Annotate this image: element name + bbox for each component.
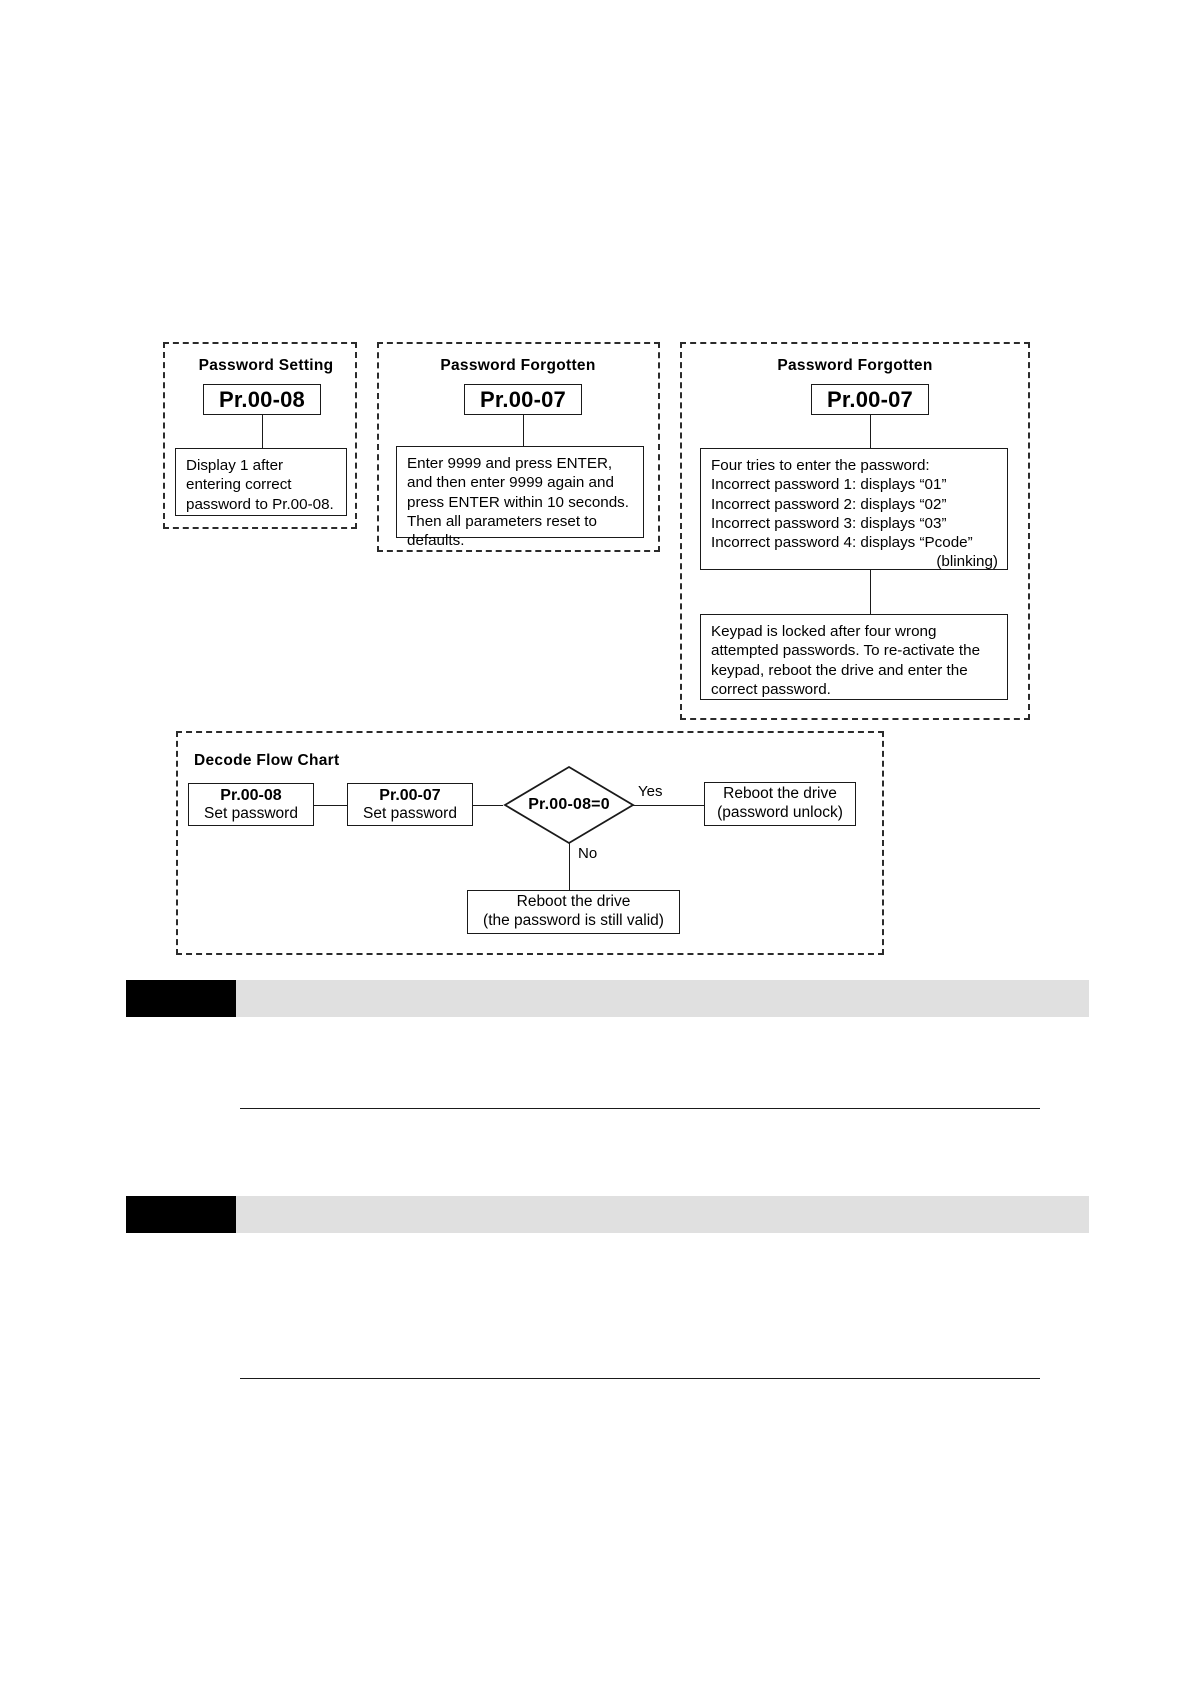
param-box-pr-00-08-setting: Pr.00-08 (203, 384, 321, 415)
edge-label-yes: Yes (638, 783, 663, 800)
section-bar-1-strip (236, 980, 1089, 1017)
yes-node-line-1: Reboot the drive (723, 785, 837, 803)
tries-line-1: Four tries to enter the password: (711, 457, 930, 474)
panel-password-forgotten-tries-title: Password Forgotten (777, 357, 933, 374)
connector-node2-to-decision (473, 805, 503, 806)
horizontal-rule-2 (240, 1378, 1040, 1379)
section-bar-1 (126, 980, 1089, 1017)
tries-line-4: Incorrect password 3: displays “03” (711, 514, 947, 532)
section-bar-2 (126, 1196, 1089, 1233)
panel-password-setting (163, 342, 357, 529)
panel-password-forgotten-reset-title: Password Forgotten (440, 357, 596, 374)
textbox-password-setting-body: Display 1 after entering correct passwor… (175, 448, 347, 516)
tries-line-3: Incorrect password 2: displays “02” (711, 495, 947, 513)
flow-node-2-param: Pr.00-07 (379, 786, 441, 804)
flow-node-2-text: Set password (363, 804, 457, 822)
connector-setting-param-to-body (262, 415, 263, 448)
connector-tries-param-to-body (870, 415, 871, 448)
flow-decision-label: Pr.00-08=0 (528, 796, 610, 813)
reset-body-line-1: Enter 9999 and press ENTER, (407, 455, 613, 472)
panel-decode-flow-chart (176, 731, 884, 955)
no-node-line-1: Reboot the drive (516, 893, 631, 911)
connector-decision-no (569, 843, 570, 890)
connector-decision-yes (633, 805, 704, 806)
reset-body-line-4: Then all parameters reset to (407, 512, 597, 530)
panel-password-forgotten-tries (680, 342, 1030, 720)
textbox-keypad-locked: Keypad is locked after four wrong attemp… (700, 614, 1008, 700)
decode-flow-chart-title: Decode Flow Chart (194, 752, 340, 769)
horizontal-rule-1 (240, 1108, 1040, 1109)
section-bar-2-strip (236, 1196, 1089, 1233)
locked-line-4: correct password. (711, 680, 831, 698)
param-box-pr-00-07-reset: Pr.00-07 (464, 384, 582, 415)
yes-node-line-2: (password unlock) (717, 804, 843, 821)
locked-line-3: keypad, reboot the drive and enter the (711, 661, 968, 679)
connector-reset-param-to-body (523, 415, 524, 446)
param-box-pr-00-07-tries: Pr.00-07 (811, 384, 929, 415)
connector-node1-to-node2 (314, 805, 347, 806)
panel-password-forgotten-reset (377, 342, 660, 552)
setting-body-line-2: entering correct (186, 476, 292, 494)
setting-body-line-1: Display 1 after (186, 457, 284, 474)
reset-body-line-5: defaults. (407, 532, 465, 550)
locked-line-1: Keypad is locked after four wrong (711, 623, 937, 640)
tries-line-5: Incorrect password 4: displays “Pcode” (711, 534, 973, 552)
no-node-line-2: (the password is still valid) (483, 912, 664, 929)
flow-node-reboot-password-unlock: Reboot the drive (password unlock) (704, 782, 856, 826)
flow-decision-pr-00-08-equals-0: Pr.00-08=0 (503, 765, 635, 845)
edge-label-no: No (578, 845, 598, 862)
section-bar-1-block (126, 980, 236, 1017)
reset-body-line-2: and then enter 9999 again and (407, 474, 614, 492)
flow-node-set-password-00-07: Pr.00-07 Set password (347, 783, 473, 826)
tries-line-2: Incorrect password 1: displays “01” (711, 476, 947, 494)
textbox-password-forgotten-reset-body: Enter 9999 and press ENTER, and then ent… (396, 446, 644, 549)
tries-blinking-note: (blinking) (936, 553, 998, 571)
flow-node-set-password-00-08: Pr.00-08 Set password (188, 783, 314, 826)
flow-node-1-param: Pr.00-08 (220, 786, 282, 804)
flow-node-reboot-password-still-valid: Reboot the drive (the password is still … (467, 890, 680, 934)
connector-tries-to-locked (870, 570, 871, 614)
setting-body-line-3: password to Pr.00-08. (186, 495, 334, 513)
locked-line-2: attempted passwords. To re-activate the (711, 642, 981, 660)
panel-password-setting-title: Password Setting (198, 357, 334, 374)
section-bar-2-block (126, 1196, 236, 1233)
reset-body-line-3: press ENTER within 10 seconds. (407, 493, 629, 511)
textbox-four-tries: Four tries to enter the password: Incorr… (700, 448, 1008, 570)
flow-node-1-text: Set password (204, 804, 298, 822)
